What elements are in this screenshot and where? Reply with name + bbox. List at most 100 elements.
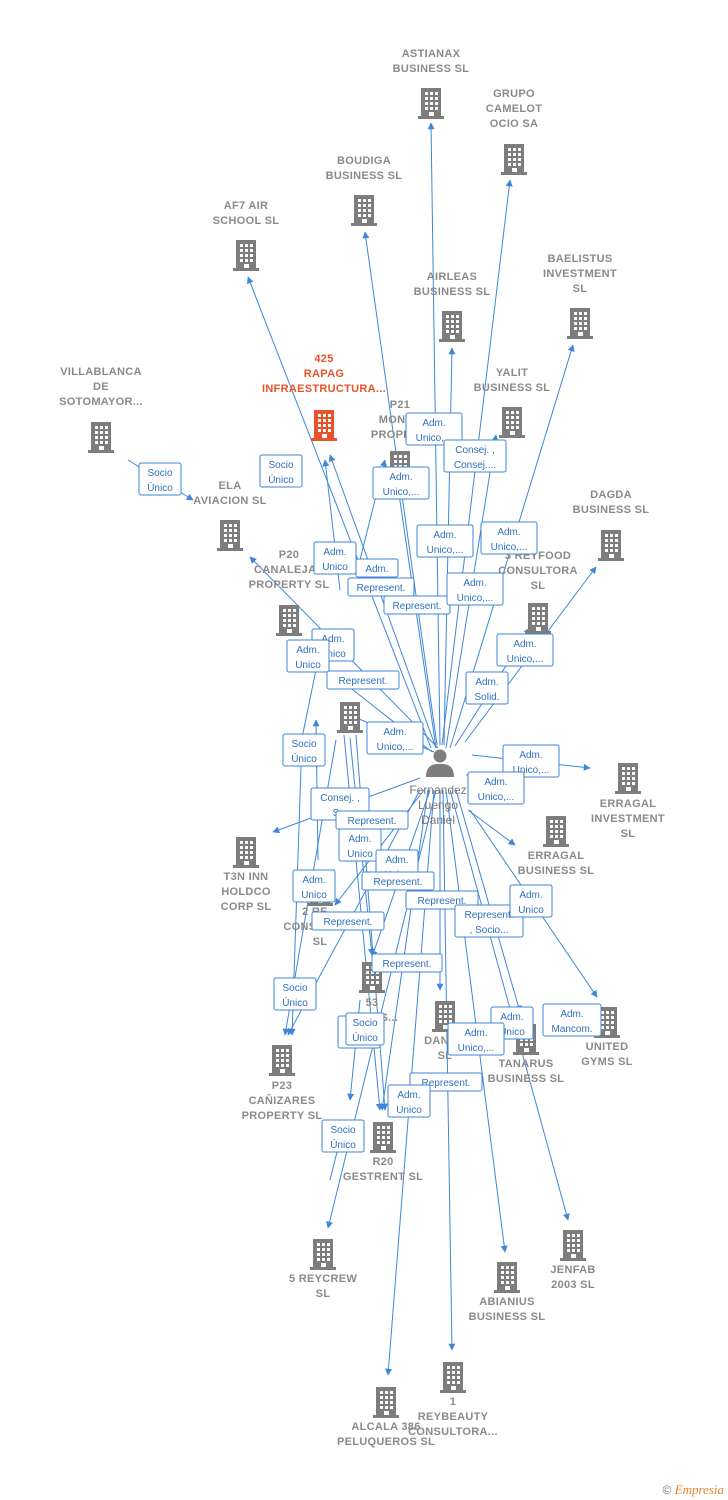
company-node[interactable]: VILLABLANCADESOTOMAYOR... — [59, 366, 143, 453]
edge-role-label[interactable]: Adm.Mancom. — [542, 1003, 602, 1037]
edge-role-label[interactable]: Adm.Unico,... — [467, 771, 525, 805]
edge-label-text: Adm. — [500, 1012, 523, 1023]
edge-label-text: Unico — [301, 890, 327, 901]
edge-role-label[interactable]: Adm.Unico,... — [372, 466, 430, 500]
edge-label-box — [467, 771, 525, 805]
edge-role-label[interactable]: Adm.Unico — [313, 541, 357, 575]
edge-label-box — [361, 871, 435, 891]
company-label: 53 — [366, 997, 379, 1009]
company-label: AF7 AIR — [224, 200, 268, 212]
edge-role-label[interactable]: Adm.Unico,... — [496, 633, 554, 667]
edge-role-label[interactable]: Represent. — [335, 810, 409, 830]
company-label: SCHOOL SL — [213, 215, 280, 227]
company-label: AIRLEAS — [427, 271, 477, 283]
edge-role-label[interactable]: Adm.Unico,... — [405, 412, 463, 446]
company-label: BUSINESS SL — [469, 1311, 546, 1323]
company-label: BUSINESS SL — [573, 504, 650, 516]
edge-role-label[interactable]: Represent. — [326, 670, 400, 690]
company-label: ABIANIUS — [479, 1296, 535, 1308]
edge-role-label[interactable]: Adm.Unico — [387, 1084, 431, 1118]
company-label: AVIACION SL — [193, 495, 266, 507]
company-node[interactable]: AF7 AIR SCHOOL SL — [213, 200, 280, 271]
edge-label-text: Socio — [268, 460, 293, 471]
edge-label-text: Adm. — [497, 527, 520, 538]
edge-label-box — [502, 744, 560, 778]
edge-label-box — [509, 884, 553, 918]
edge-role-label[interactable]: Represent. — [347, 577, 415, 597]
edge-role-label[interactable]: Adm.Unico — [338, 828, 382, 862]
edge-label-box — [347, 577, 415, 597]
edge-label-text: Consej.... — [454, 460, 496, 471]
company-label: TANARUS — [498, 1058, 553, 1070]
edge-label-text: Unico — [499, 1027, 525, 1038]
edge-role-label[interactable]: Represent. — [311, 911, 385, 931]
company-label: ERRAGAL — [528, 850, 585, 862]
edge-role-label[interactable]: Adm.Unico,... — [416, 524, 474, 558]
edge-role-label[interactable]: Represent., Socio... — [454, 904, 524, 938]
edge-label-box — [447, 1022, 505, 1056]
edge-role-label[interactable]: Adm.Unico,... — [446, 572, 504, 606]
company-node[interactable]: 1REYBEAUTYCONSULTORA... — [408, 1362, 498, 1438]
edge-label-text: Represent. — [383, 959, 432, 970]
edge-role-label[interactable]: Represent. — [383, 595, 451, 615]
company-node[interactable]: ABIANIUS BUSINESS SL — [469, 1262, 546, 1323]
company-label: SL — [313, 936, 328, 948]
edge-role-label[interactable]: Adm. — [355, 558, 399, 578]
company-label: INVESTMENT — [543, 268, 617, 280]
edge-role-label[interactable]: Adm.Unico,... — [447, 1022, 505, 1056]
building-icon — [439, 311, 465, 342]
edge-label-box — [313, 541, 357, 575]
edge-role-label[interactable]: Adm.Unico,... — [502, 744, 560, 778]
edge-label-text: Socio — [352, 1018, 377, 1029]
edge-role-label[interactable]: Represent. — [371, 953, 443, 973]
edge-role-label[interactable]: Adm.Unico,... — [366, 721, 424, 755]
company-label: SL — [573, 283, 588, 295]
building-icon — [598, 530, 624, 561]
edge-role-label[interactable]: Consej. ,Consej.... — [443, 439, 507, 473]
edge-role-label[interactable]: Adm.Unico — [292, 869, 336, 903]
company-node[interactable]: 425RAPAGINFRAESTRUCTURA... — [262, 353, 386, 441]
edge-label-text: Represent. — [348, 816, 397, 827]
edge-line — [379, 789, 429, 1111]
edge-role-label[interactable]: Adm.Unico,... — [480, 521, 538, 555]
company-label: CAMELOT — [486, 103, 542, 115]
edge-role-label[interactable]: Adm.Unico — [509, 884, 553, 918]
edge-label-text: Socio — [147, 468, 172, 479]
edge-label-text: Unico,... — [478, 792, 515, 803]
edge-role-label[interactable]: Adm.Solid. — [465, 671, 509, 705]
edge-role-label[interactable]: Represent. — [361, 871, 435, 891]
edge-role-label[interactable]: Adm.Unico — [286, 639, 330, 673]
edge-label-text: Unico — [322, 562, 348, 573]
edge-line — [449, 789, 570, 1221]
edge-label-text: Unico,... — [427, 545, 464, 556]
edge-label-text: Unico,... — [513, 765, 550, 776]
building-icon — [337, 702, 363, 733]
